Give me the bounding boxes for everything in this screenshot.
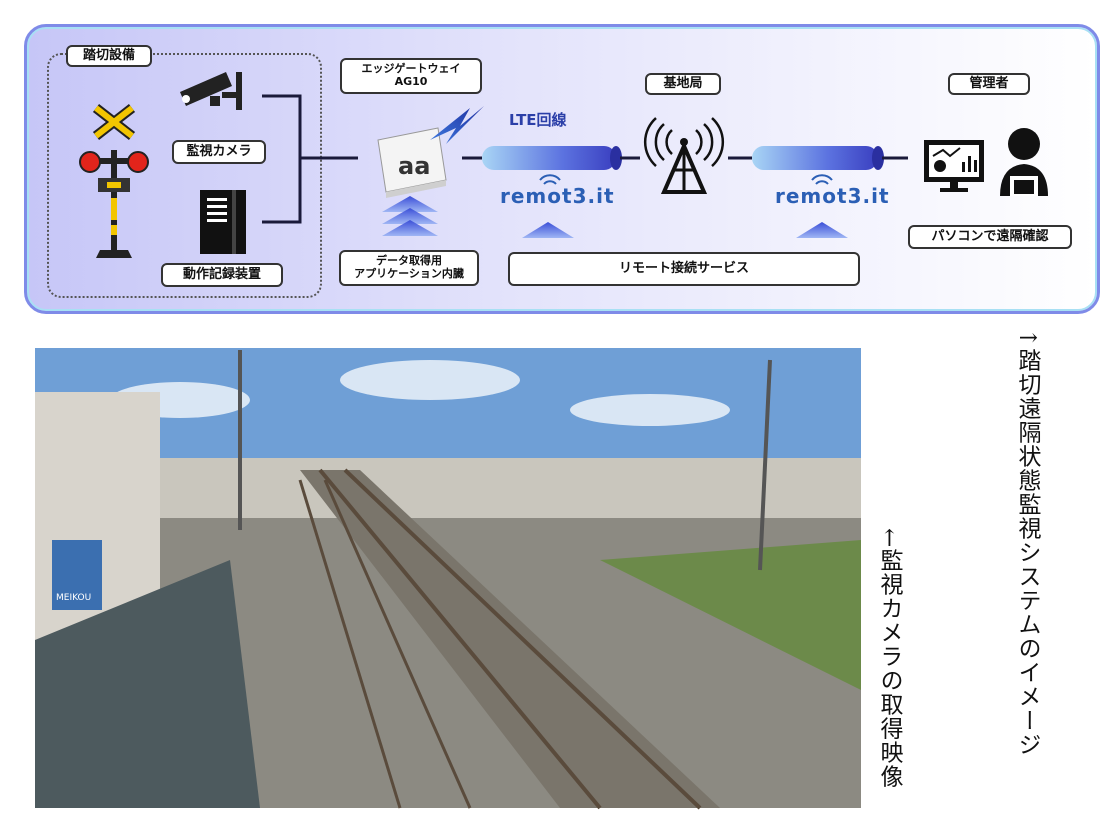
pc-check-label: パソコンで遠隔確認 [908, 225, 1072, 249]
lte-cable-right-icon [728, 146, 908, 170]
remoteit-brand-left: remot3.it [500, 184, 615, 208]
gateway-logo: aa [398, 152, 430, 180]
photo-sign-text: MEIKOU [56, 593, 91, 603]
service-arrow-left-icon [522, 222, 574, 238]
app-label: データ取得用アプリケーション内臓 [339, 250, 479, 286]
remote-service-label: リモート接続サービス [508, 252, 860, 286]
security-camera-icon [180, 72, 242, 110]
crossing-equipment-group [47, 53, 322, 298]
service-arrow-right-icon [796, 222, 848, 238]
base-station-tower-icon [643, 117, 725, 194]
administrator-person-icon [1000, 128, 1048, 196]
pc-monitor-icon [924, 140, 984, 192]
edge-gateway-device-icon: aa [377, 106, 484, 198]
remoteit-wifi-icon-right [811, 174, 833, 185]
camera-footage-graphics: MEIKOU [35, 348, 861, 810]
admin-label: 管理者 [948, 73, 1030, 95]
crossing-equipment-label: 踏切設備 [66, 45, 152, 67]
crossing-signal-icon [79, 104, 149, 258]
remoteit-wifi-icon-left [539, 174, 561, 185]
system-image-caption: ↑踏切遠隔状態監視システムのイメージ [1014, 328, 1040, 757]
lte-line-label: LTE回線 [509, 111, 567, 129]
upload-arrows-icon [382, 196, 438, 236]
remoteit-brand-right: remot3.it [775, 184, 890, 208]
lte-cable-left-icon [462, 146, 640, 170]
base-station-label: 基地局 [645, 73, 721, 95]
recorder-label: 動作記録装置 [161, 263, 283, 287]
camera-image-caption: ←監視カメラの取得映像 [876, 528, 902, 789]
camera-label: 監視カメラ [172, 140, 266, 164]
recorder-server-icon [200, 190, 246, 254]
